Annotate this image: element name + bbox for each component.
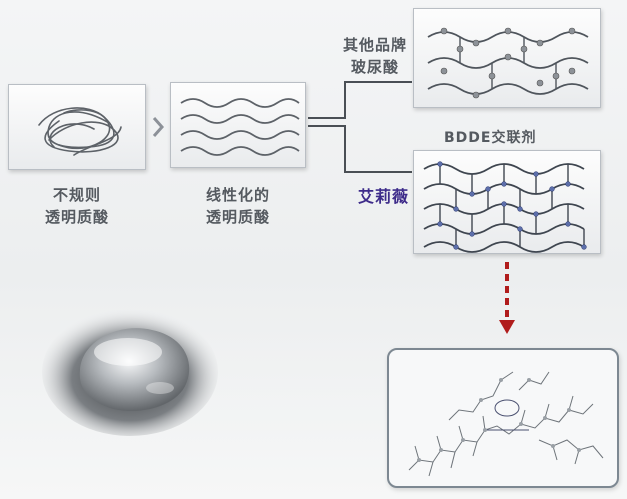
crosslinker-label: BDDE交联剂 bbox=[444, 130, 537, 146]
brand-panel bbox=[413, 150, 601, 254]
irregular-ha-label-line2: 透明质酸 bbox=[44, 208, 109, 226]
tangled-chain-illustration bbox=[38, 107, 122, 156]
irregular-ha-label-line1: 不规则 bbox=[52, 186, 101, 204]
chevron-right-icon bbox=[152, 117, 165, 137]
brand-label: 艾莉薇 bbox=[358, 187, 410, 206]
linear-ha-label: 线性化的 透明质酸 bbox=[170, 184, 306, 228]
dense-crosslink-illustration bbox=[423, 161, 587, 253]
linear-ha-label-line2: 透明质酸 bbox=[205, 208, 270, 226]
irregular-ha-panel bbox=[8, 84, 146, 170]
irregular-ha-label: 不规则 透明质酸 bbox=[8, 184, 146, 228]
linear-ha-panel bbox=[170, 82, 306, 168]
linear-chains-illustration bbox=[180, 98, 300, 156]
gel-droplet-illustration bbox=[42, 308, 218, 436]
other-brand-panel bbox=[413, 8, 601, 108]
molecular-structure-illustration bbox=[408, 371, 604, 477]
molecule-panel bbox=[387, 348, 619, 488]
sparse-crosslink-illustration bbox=[427, 27, 589, 99]
linear-ha-label-line1: 线性化的 bbox=[205, 186, 270, 204]
other-brand-label-line2: 玻尿酸 bbox=[350, 58, 399, 76]
other-brand-label: 其他品牌 玻尿酸 bbox=[335, 34, 415, 78]
other-brand-label-line1: 其他品牌 bbox=[342, 36, 407, 54]
dashed-arrow-down bbox=[499, 262, 515, 334]
